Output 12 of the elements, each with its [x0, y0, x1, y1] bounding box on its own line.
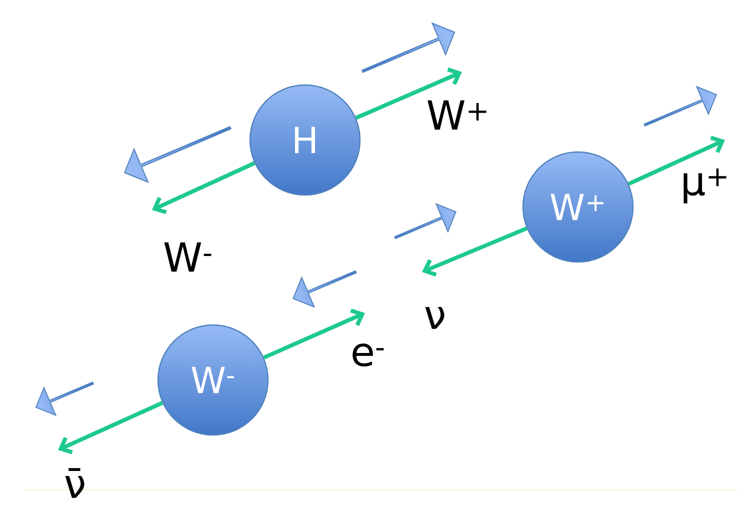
particle-label: ν — [425, 307, 444, 329]
arrow — [263, 308, 365, 360]
arrow — [152, 161, 256, 214]
particle-label: W$^{-}$ — [164, 242, 212, 272]
particle-label: μ$^{+}$ — [684, 168, 726, 204]
arrow — [58, 401, 164, 454]
arrow — [422, 226, 528, 277]
arrow — [355, 68, 462, 120]
arrow — [628, 136, 725, 186]
particle-label: e$^{-}$ — [352, 344, 384, 366]
particle-label: W$^{+}$ — [428, 100, 486, 130]
particle-label: ν̄ — [65, 468, 84, 498]
